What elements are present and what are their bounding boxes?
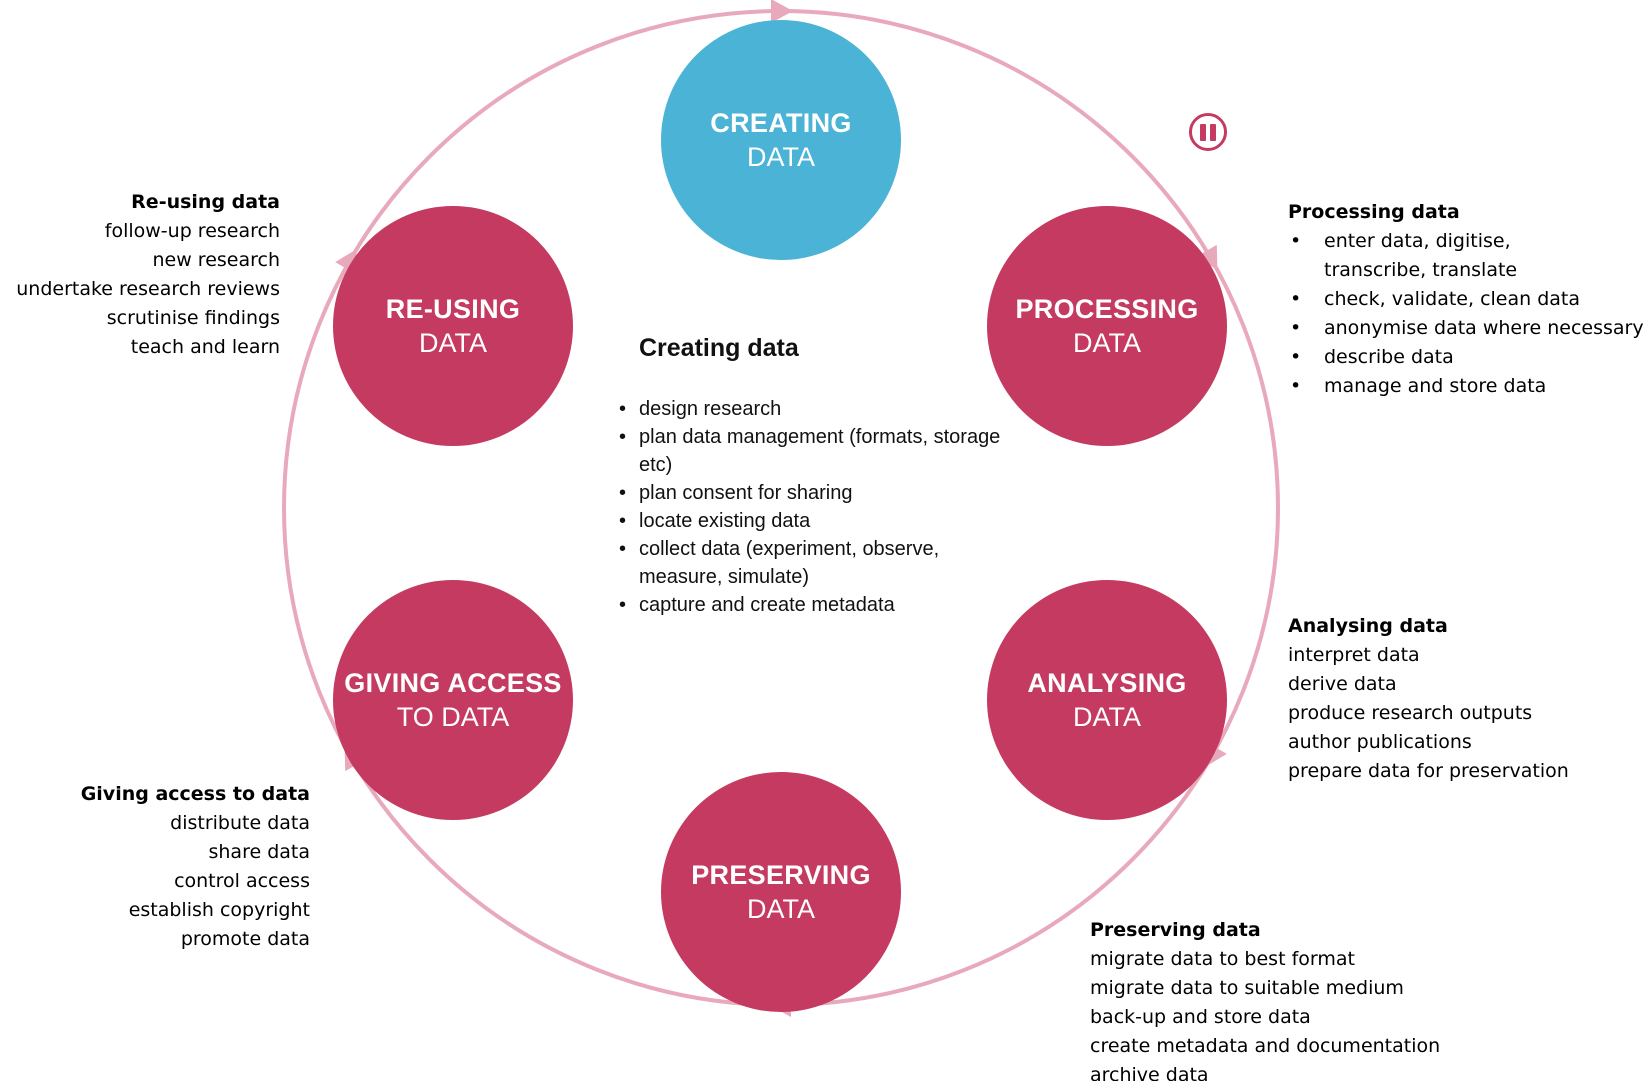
analysing-panel-item: author publications <box>1288 731 1472 753</box>
center-panel-item: design research <box>615 395 1015 423</box>
stage-analysing-line1: ANALYSING <box>1027 668 1187 698</box>
giving-panel-item: establish copyright <box>128 899 310 921</box>
preserving-panel-item: create metadata and documentation <box>1090 1035 1441 1057</box>
giving-access-data-panel: Giving access to data distribute data sh… <box>81 780 310 954</box>
stage-creating-data[interactable]: CREATING DATA <box>661 20 901 260</box>
processing-data-panel: Processing data enter data, digitise, tr… <box>1288 198 1648 401</box>
stage-analysing-line2: DATA <box>1072 702 1141 732</box>
analysing-data-panel: Analysing data interpret data derive dat… <box>1288 612 1569 786</box>
preserving-panel-item: migrate data to best format <box>1090 948 1355 970</box>
stage-reusing-data[interactable]: RE-USING DATA <box>333 206 573 446</box>
reusing-panel-title: Re-using data <box>131 191 280 213</box>
pause-icon <box>1198 123 1218 141</box>
reusing-panel-item: teach and learn <box>130 336 280 358</box>
reusing-panel-item: new research <box>152 249 280 271</box>
processing-panel-item: anonymise data where necessary <box>1288 314 1648 343</box>
analysing-panel-item: prepare data for preservation <box>1288 760 1569 782</box>
stage-giving-line1: GIVING ACCESS <box>344 668 562 698</box>
reusing-data-panel: Re-using data follow-up research new res… <box>16 188 280 362</box>
center-panel-item: collect data (experiment, observe, measu… <box>615 535 1015 591</box>
processing-panel-title: Processing data <box>1288 201 1460 223</box>
reusing-panel-item: scrutinise findings <box>106 307 280 329</box>
cycle-arrow-icon <box>1196 244 1218 270</box>
center-panel-list: design research plan data management (fo… <box>615 395 1015 619</box>
giving-panel-item: promote data <box>180 928 310 950</box>
giving-panel-item: control access <box>174 870 310 892</box>
stage-processing-line2: DATA <box>1072 328 1141 358</box>
center-panel-title: Creating data <box>639 334 799 362</box>
processing-panel-item: manage and store data <box>1288 372 1648 401</box>
center-detail-panel: Creating data design research plan data … <box>615 333 1015 619</box>
stage-reusing-line2: DATA <box>418 328 487 358</box>
analysing-panel-item: derive data <box>1288 673 1397 695</box>
stage-giving-line2: TO DATA <box>396 702 510 732</box>
stage-preserving-line2: DATA <box>746 894 815 924</box>
pause-button[interactable] <box>1189 113 1227 151</box>
analysing-panel-item: interpret data <box>1288 644 1420 666</box>
processing-panel-item: enter data, digitise, transcribe, transl… <box>1288 227 1614 285</box>
stage-analysing-data[interactable]: ANALYSING DATA <box>987 580 1227 820</box>
stage-reusing-line1: RE-USING <box>385 294 521 324</box>
giving-panel-title: Giving access to data <box>80 783 310 805</box>
cycle-arrow-icon <box>771 0 793 23</box>
preserving-panel-item: archive data <box>1090 1064 1209 1081</box>
center-panel-item: capture and create metadata <box>615 591 1015 619</box>
center-panel-item: plan data management (formats, storage e… <box>615 423 1015 479</box>
stage-processing-line1: PROCESSING <box>1015 294 1199 324</box>
stage-processing-data[interactable]: PROCESSING DATA <box>987 206 1227 446</box>
reusing-panel-item: undertake research reviews <box>16 278 280 300</box>
stage-creating-line1: CREATING <box>710 108 852 138</box>
stage-preserving-line1: PRESERVING <box>691 860 871 890</box>
analysing-panel-item: produce research outputs <box>1288 702 1533 724</box>
stage-preserving-data[interactable]: PRESERVING DATA <box>661 772 901 1012</box>
analysing-panel-title: Analysing data <box>1288 615 1448 637</box>
reusing-panel-item: follow-up research <box>104 220 280 242</box>
preserving-panel-item: back-up and store data <box>1090 1006 1311 1028</box>
processing-panel-list: enter data, digitise, transcribe, transl… <box>1288 227 1648 401</box>
stage-giving-access-data[interactable]: GIVING ACCESS TO DATA <box>333 580 573 820</box>
preserving-panel-title: Preserving data <box>1090 919 1261 941</box>
giving-panel-item: distribute data <box>170 812 310 834</box>
preserving-data-panel: Preserving data migrate data to best for… <box>1090 916 1440 1081</box>
processing-panel-item: check, validate, clean data <box>1288 285 1648 314</box>
giving-panel-item: share data <box>208 841 310 863</box>
center-panel-item: plan consent for sharing <box>615 479 1015 507</box>
preserving-panel-item: migrate data to suitable medium <box>1090 977 1404 999</box>
stage-creating-line2: DATA <box>746 142 815 172</box>
center-panel-item: locate existing data <box>615 507 1015 535</box>
processing-panel-item: describe data <box>1288 343 1648 372</box>
